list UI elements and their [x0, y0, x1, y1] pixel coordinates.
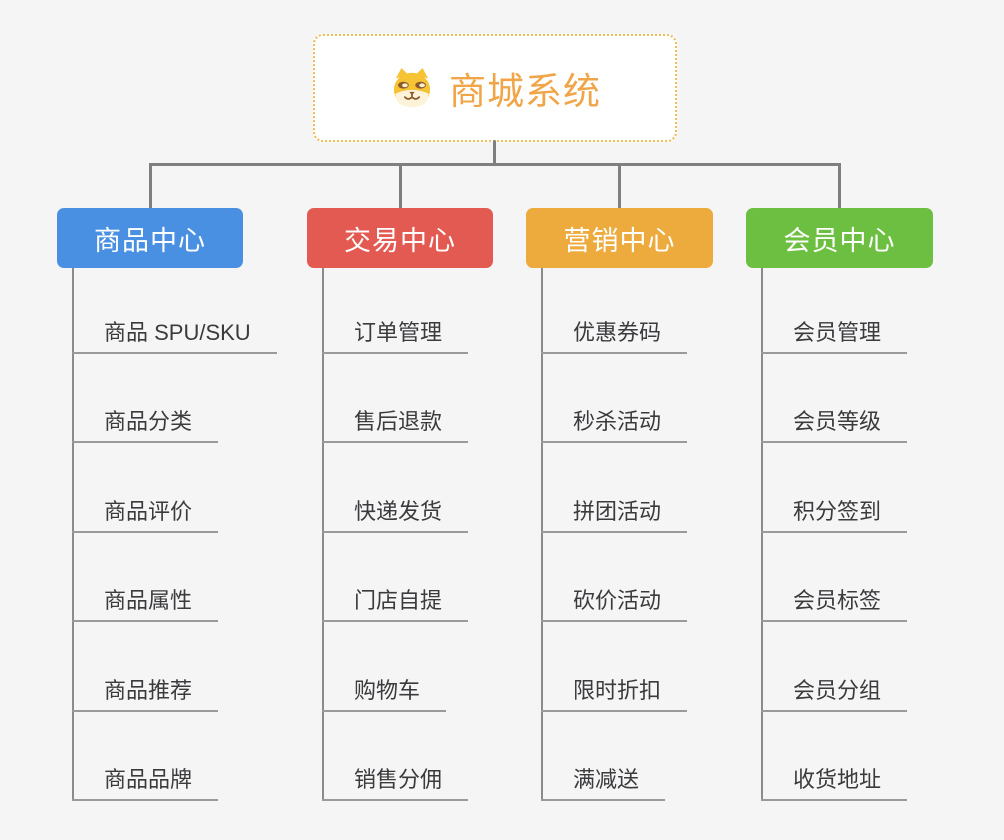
branch-label: 商品中心 — [94, 225, 206, 256]
topic-item[interactable]: 砍价活动 — [541, 588, 688, 622]
topic-item[interactable]: 商品属性 — [72, 588, 219, 622]
topic-item[interactable]: 拼团活动 — [541, 499, 688, 533]
branch-items: 订单管理 售后退款 快递发货 门店自提 购物车 销售分佣 — [322, 268, 582, 808]
topic-item[interactable]: 订单管理 — [322, 320, 469, 354]
topic-item[interactable]: 会员标签 — [761, 588, 908, 622]
topic-item[interactable]: 购物车 — [322, 678, 447, 712]
topic-item[interactable]: 快递发货 — [322, 499, 469, 533]
shiba-dog-icon — [389, 67, 435, 109]
branch-box-member-center[interactable]: 会员中心 — [746, 208, 933, 268]
topic-item[interactable]: 会员管理 — [761, 320, 908, 354]
branch-label: 营销中心 — [563, 225, 676, 256]
branch-drop-connector — [618, 163, 621, 208]
root-title: 商城系统 — [449, 71, 601, 112]
branch-member-center: 会员中心 会员管理 会员等级 积分签到 会员标签 会员分组 收货地址 — [746, 163, 933, 801]
branch-trunk-connector — [322, 268, 324, 800]
root-node[interactable]: 商城系统 — [313, 34, 677, 142]
branch-box-goods-center[interactable]: 商品中心 — [57, 208, 243, 268]
topic-item[interactable]: 售后退款 — [322, 409, 469, 443]
topic-item[interactable]: 销售分佣 — [322, 767, 469, 801]
topic-item[interactable]: 优惠券码 — [541, 320, 688, 354]
branch-drop-connector — [838, 163, 841, 208]
branch-drop-connector — [398, 163, 402, 208]
branch-drop-connector — [148, 163, 152, 208]
topic-item[interactable]: 收货地址 — [761, 767, 908, 801]
branch-marketing-center: 营销中心 优惠券码 秒杀活动 拼团活动 砍价活动 限时折扣 满减送 — [526, 163, 713, 801]
branch-trunk-connector — [72, 268, 74, 800]
topic-item[interactable]: 商品评价 — [72, 499, 219, 533]
topic-item[interactable]: 商品分类 — [72, 409, 219, 443]
topic-item[interactable]: 秒杀活动 — [541, 409, 688, 443]
root-stem-connector — [493, 140, 496, 164]
topic-item[interactable]: 限时折扣 — [541, 678, 688, 712]
topic-item[interactable]: 商品 SPU/SKU — [72, 320, 277, 354]
branch-trade-center: 交易中心 订单管理 售后退款 快递发货 门店自提 购物车 销售分佣 — [307, 163, 493, 801]
topic-item[interactable]: 商品推荐 — [72, 678, 219, 712]
branch-trunk-connector — [761, 268, 763, 800]
branches-horizontal-connector — [150, 163, 840, 166]
branch-box-trade-center[interactable]: 交易中心 — [307, 208, 493, 268]
branch-label: 会员中心 — [783, 225, 896, 256]
branch-trunk-connector — [541, 268, 543, 800]
topic-item[interactable]: 会员分组 — [761, 678, 908, 712]
branch-items: 商品 SPU/SKU 商品分类 商品评价 商品属性 商品推荐 商品品牌 — [72, 268, 332, 808]
topic-item[interactable]: 会员等级 — [761, 409, 908, 443]
branch-box-marketing-center[interactable]: 营销中心 — [526, 208, 713, 268]
branch-items: 会员管理 会员等级 积分签到 会员标签 会员分组 收货地址 — [761, 268, 1004, 808]
topic-item[interactable]: 门店自提 — [322, 588, 469, 622]
topic-item[interactable]: 满减送 — [541, 767, 666, 801]
branch-items: 优惠券码 秒杀活动 拼团活动 砍价活动 限时折扣 满减送 — [541, 268, 801, 808]
topic-item[interactable]: 积分签到 — [761, 499, 908, 533]
branch-label: 交易中心 — [344, 225, 456, 256]
branch-goods-center: 商品中心 商品 SPU/SKU 商品分类 商品评价 商品属性 商品推荐 商品品牌 — [57, 163, 277, 801]
topic-item[interactable]: 商品品牌 — [72, 767, 219, 801]
